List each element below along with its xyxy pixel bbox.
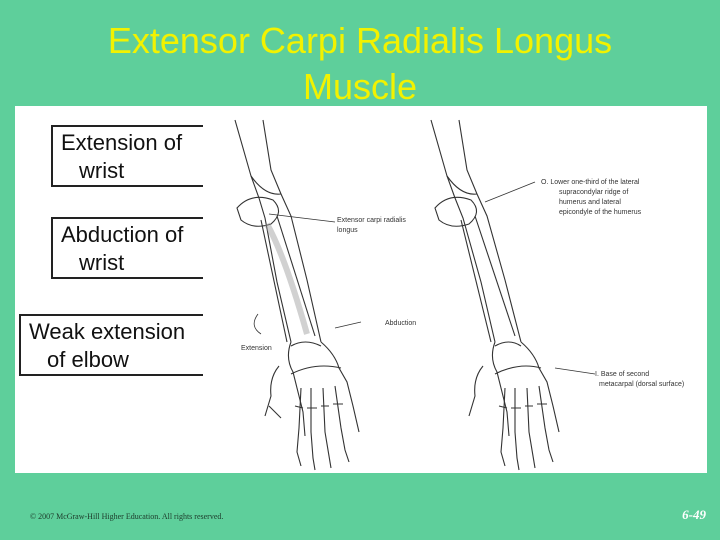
label-origin-3: humerus and lateral xyxy=(559,199,621,206)
copyright-notice: © 2007 McGraw-Hill Higher Education. All… xyxy=(30,512,223,521)
illustration-panel: Extensor carpi radialis longus Abduction… xyxy=(15,106,707,473)
title-line-1: Extensor Carpi Radialis Longus xyxy=(0,18,720,64)
slide-title: Extensor Carpi Radialis Longus Muscle xyxy=(0,18,720,110)
label-origin-4: epicondyle of the humerus xyxy=(559,209,642,216)
action-line: Extension of xyxy=(53,131,203,155)
action-box-extension-wrist: Extension of wrist xyxy=(51,125,203,187)
label-abduction: Abduction xyxy=(385,320,416,327)
action-line: wrist xyxy=(53,251,203,275)
action-line: of elbow xyxy=(21,348,203,372)
left-arm-drawing xyxy=(235,120,359,470)
action-line: wrist xyxy=(53,159,203,183)
action-line: Abduction of xyxy=(53,223,203,247)
label-origin-2: supracondylar ridge of xyxy=(559,189,628,196)
title-line-2: Muscle xyxy=(0,64,720,110)
action-box-extension-elbow: Weak extension of elbow xyxy=(19,314,203,376)
label-muscle-2: longus xyxy=(337,227,358,234)
action-box-abduction-wrist: Abduction of wrist xyxy=(51,217,203,279)
page-number: 6-49 xyxy=(682,507,706,523)
label-muscle: Extensor carpi radialis xyxy=(337,217,406,224)
right-arm-drawing xyxy=(431,120,559,470)
label-insertion-1: I. Base of second xyxy=(595,371,649,378)
label-origin-1: O. Lower one-third of the lateral xyxy=(541,179,640,186)
label-insertion-2: metacarpal (dorsal surface) xyxy=(599,381,684,388)
action-line: Weak extension xyxy=(21,320,203,344)
label-extension: Extension xyxy=(241,345,272,352)
